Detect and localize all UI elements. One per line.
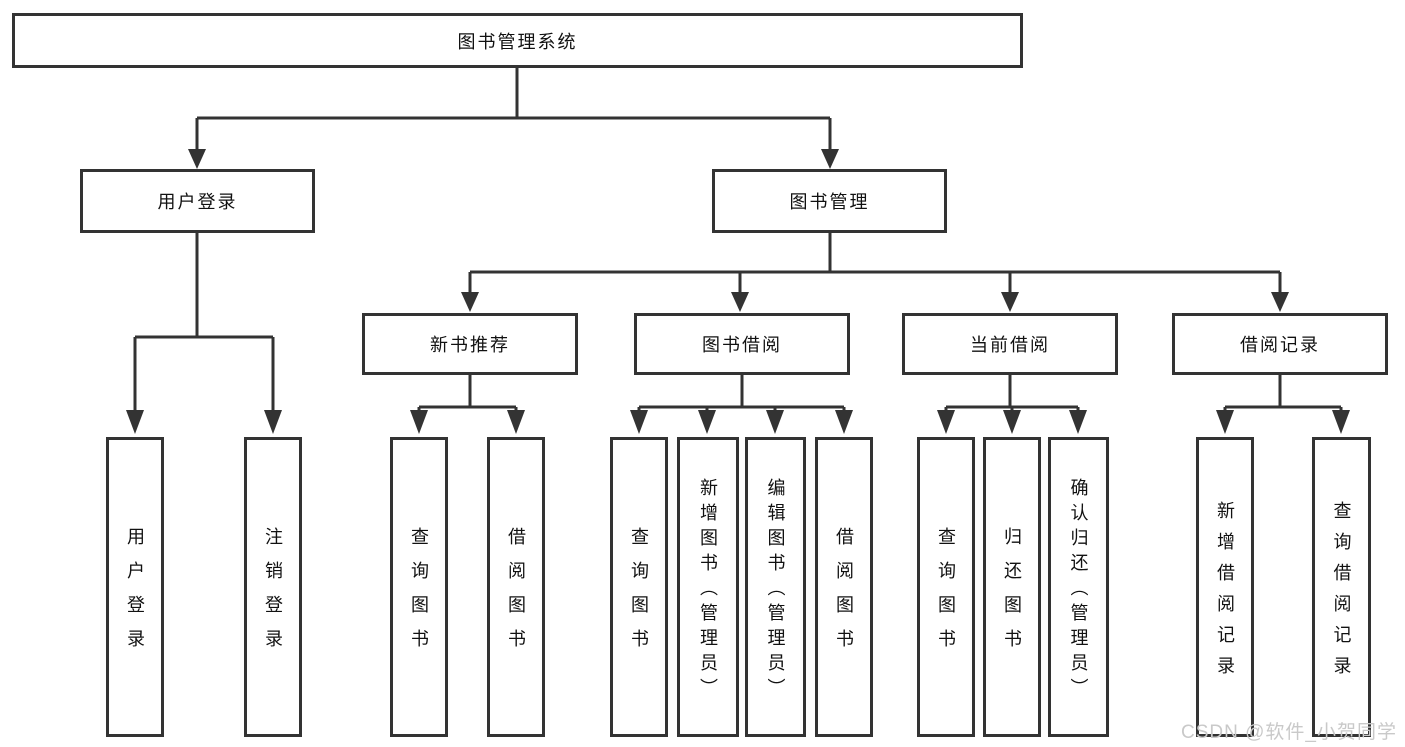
leaf-label: 借阅图书 <box>834 527 854 663</box>
leaf-edit-books-admin: 编辑图书（管理员） <box>745 437 806 737</box>
node-label: 图书管理系统 <box>457 31 578 52</box>
leaf-query-books-borrow: 查询图书 <box>610 437 668 737</box>
node-user-login: 用户登录 <box>80 169 315 233</box>
leaf-label: 用户登录 <box>125 527 145 663</box>
leaf-confirm-return-admin: 确认归还（管理员） <box>1048 437 1109 737</box>
leaf-query-books-recommend: 查询图书 <box>390 437 448 737</box>
leaf-add-borrow-record: 新增借阅记录 <box>1196 437 1254 737</box>
node-label: 图书借阅 <box>702 335 782 355</box>
leaf-label: 查询图书 <box>936 527 956 663</box>
node-label: 当前借阅 <box>970 335 1050 355</box>
leaf-label: 确认归还（管理员） <box>1068 478 1089 703</box>
leaf-label: 编辑图书（管理员） <box>765 478 786 703</box>
leaf-label: 借阅图书 <box>506 527 526 663</box>
leaf-query-books-current: 查询图书 <box>917 437 975 737</box>
node-label: 新书推荐 <box>430 335 510 355</box>
leaf-borrow-books-recommend: 借阅图书 <box>487 437 545 737</box>
node-root-book-management-system: 图书管理系统 <box>12 13 1023 68</box>
leaf-label: 查询图书 <box>409 527 429 663</box>
leaf-user-login: 用户登录 <box>106 437 164 737</box>
node-borrowing-records: 借阅记录 <box>1172 313 1388 375</box>
node-book-management: 图书管理 <box>712 169 947 233</box>
node-label: 图书管理 <box>789 192 870 212</box>
leaf-query-borrow-record: 查询借阅记录 <box>1312 437 1371 737</box>
node-label: 借阅记录 <box>1240 335 1320 355</box>
leaf-label: 归还图书 <box>1002 527 1022 663</box>
node-book-borrowing: 图书借阅 <box>634 313 850 375</box>
node-current-borrowing: 当前借阅 <box>902 313 1118 375</box>
leaf-label: 新增图书（管理员） <box>698 478 718 703</box>
leaf-borrow-books: 借阅图书 <box>815 437 873 737</box>
leaf-label: 新增借阅记录 <box>1215 500 1235 687</box>
node-label: 用户登录 <box>157 192 238 212</box>
leaf-add-books-admin: 新增图书（管理员） <box>677 437 739 737</box>
leaf-return-books: 归还图书 <box>983 437 1041 737</box>
leaf-label: 查询图书 <box>629 527 649 663</box>
leaf-logout: 注销登录 <box>244 437 302 737</box>
leaf-label: 查询借阅记录 <box>1331 500 1352 687</box>
leaf-label: 注销登录 <box>263 527 283 663</box>
csdn-watermark: CSDN @软件_小贺同学 <box>1181 722 1397 743</box>
node-new-book-recommendation: 新书推荐 <box>362 313 578 375</box>
